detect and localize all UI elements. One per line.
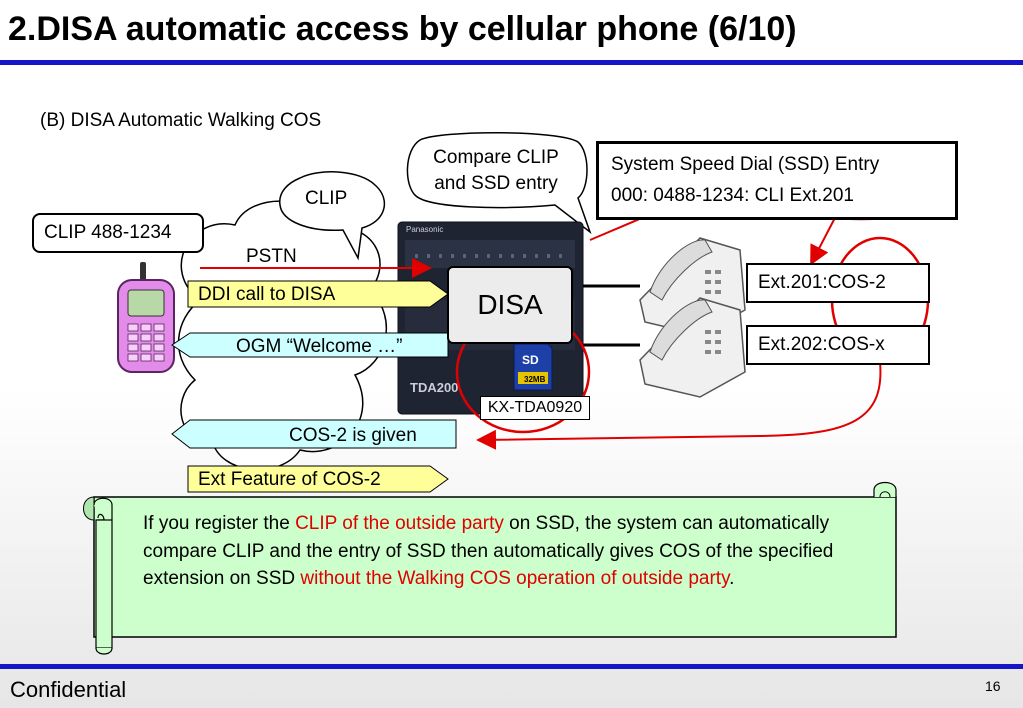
clip-bubble-label: CLIP — [305, 188, 348, 209]
ext-feature-label: Ext Feature of COS-2 — [198, 469, 381, 490]
ogm-label: OGM “Welcome …” — [236, 336, 403, 357]
compare-label-line1: Compare CLIP — [433, 147, 559, 168]
sd-logo: SD — [522, 353, 539, 367]
page-number: 16 — [985, 678, 1001, 694]
card-model-label: KX-TDA0920 — [480, 396, 590, 420]
pbx-brand: Panasonic — [406, 225, 443, 234]
title-underline — [0, 60, 1023, 65]
ogm-arrow — [171, 332, 449, 358]
compare-label-line2: and SSD entry — [434, 173, 558, 194]
footer-line — [0, 664, 1023, 669]
red-cos-return-arrow — [476, 361, 882, 450]
cos-given-arrow — [171, 419, 457, 449]
compare-speech-bubble — [406, 131, 592, 235]
ext-201-label: Ext.201:COS-2 — [746, 263, 930, 303]
note-part-1: If you register the — [143, 513, 296, 534]
subtitle: (B) DISA Automatic Walking COS — [40, 110, 322, 131]
pbx-model: TDA200 — [410, 380, 458, 395]
ext-feature-arrow — [187, 465, 449, 493]
clip-number-label: CLIP 488-1234 — [32, 213, 204, 253]
note-highlight-2: without the Walking COS operation of out… — [300, 568, 730, 589]
footer-confidential: Confidential — [10, 677, 127, 702]
ddi-arrow — [187, 280, 449, 308]
note-scroll — [83, 481, 897, 655]
red-ext-arrow — [810, 211, 839, 266]
ssd-line-1: System Speed Dial (SSD) Entry — [611, 154, 880, 175]
note-text: If you register the CLIP of the outside … — [143, 510, 873, 593]
note-highlight-1: CLIP of the outside party — [295, 513, 504, 534]
slide-title: 2.DISA automatic access by cellular phon… — [8, 10, 797, 48]
ext-202-label: Ext.202:COS-x — [746, 325, 930, 365]
desk-phone-icon — [639, 297, 746, 398]
disa-box: DISA — [447, 266, 573, 344]
sd-card-icon: SD 32MB — [513, 343, 553, 391]
note-part-3: . — [729, 568, 735, 589]
note-part-2: on SSD, the system can automatically com… — [143, 513, 834, 589]
ssd-entry-box: System Speed Dial (SSD) Entry 000: 0488-… — [596, 141, 958, 220]
sd-size: 32MB — [524, 375, 546, 384]
clip-speech-bubble — [279, 171, 386, 261]
cellular-phone-icon — [117, 262, 175, 373]
ddi-label: DDI call to DISA — [198, 284, 336, 305]
pstn-label: PSTN — [246, 246, 297, 267]
cos-given-label: COS-2 is given — [289, 425, 417, 446]
ssd-line-2: 000: 0488-1234: CLI Ext.201 — [611, 185, 854, 206]
